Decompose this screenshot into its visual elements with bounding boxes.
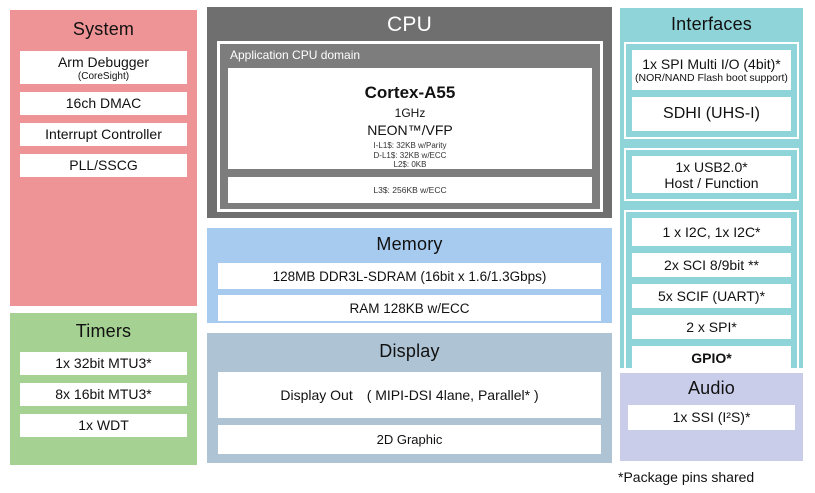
- core-cache-info: I-L1$: 32KB w/Parity D-L1$: 32KB w/ECC L…: [228, 138, 592, 170]
- spi-multi-io-sub: (NOR/NAND Flash boot support): [635, 72, 788, 84]
- display-out-detail: ( MIPI-DSI 4lane, Parallel* ): [366, 386, 539, 403]
- display-block: Display Display Out ( MIPI-DSI 4lane, Pa…: [207, 333, 612, 463]
- interfaces-group-serial: 1 x I2C, 1x I2C* 2x SCI 8/9bit ** 5x SCI…: [624, 210, 799, 378]
- arm-debugger-label: Arm Debugger: [57, 53, 150, 70]
- system-item-interrupt-controller: Interrupt Controller: [20, 123, 187, 146]
- interfaces-item-scif: 5x SCIF (UART)*: [632, 284, 791, 308]
- audio-item-ssi: 1x SSI (I²S)*: [628, 405, 795, 430]
- cache-l3: L3$: 256KB w/ECC: [228, 177, 592, 203]
- core-name: Cortex-A55: [364, 83, 456, 102]
- memory-item-ram: RAM 128KB w/ECC: [218, 295, 601, 321]
- cortex-a55-core: Cortex-A55 1GHz NEON™/VFP I-L1$: 32KB w/…: [228, 68, 592, 169]
- cache-l1d: D-L1$: 32KB w/ECC: [373, 150, 447, 160]
- display-item-2d-graphic: 2D Graphic: [218, 425, 601, 454]
- cpu-block: CPU Application CPU domain Cortex-A55 1G…: [207, 7, 612, 218]
- cpu-title: CPU: [387, 13, 432, 36]
- package-pins-footnote: *Package pins shared: [618, 469, 755, 485]
- timers-block: Timers 1x 32bit MTU3* 8x 16bit MTU3* 1x …: [10, 313, 197, 465]
- display-item-display-out: Display Out ( MIPI-DSI 4lane, Parallel* …: [218, 372, 601, 418]
- timers-item-16bit-mtu3: 8x 16bit MTU3*: [20, 383, 187, 406]
- interfaces-item-gpio: GPIO*: [632, 346, 791, 370]
- cache-l2: L2$: 0KB: [393, 160, 427, 169]
- interfaces-item-spi-multi-io: 1x SPI Multi I/O (4bit)* (NOR/NAND Flash…: [632, 50, 791, 90]
- usb-label: 1x USB2.0*: [675, 158, 748, 175]
- core-simd: NEON™/VFP: [367, 122, 453, 138]
- interfaces-item-spi: 2 x SPI*: [632, 315, 791, 339]
- usb-sub: Host / Function: [664, 174, 759, 191]
- timers-item-wdt: 1x WDT: [20, 414, 187, 437]
- cache-l1i: I-L1$: 32KB w/Parity: [373, 141, 447, 150]
- interfaces-group-storage: 1x SPI Multi I/O (4bit)* (NOR/NAND Flash…: [624, 42, 799, 139]
- display-out-label: Display Out: [280, 386, 353, 403]
- memory-title: Memory: [376, 234, 443, 254]
- interfaces-group-usb: 1x USB2.0* Host / Function: [624, 148, 799, 201]
- system-item-pll-sscg: PLL/SSCG: [20, 154, 187, 177]
- application-cpu-domain: Application CPU domain Cortex-A55 1GHz N…: [217, 41, 603, 212]
- audio-title: Audio: [687, 378, 736, 398]
- system-block: System Arm Debugger (CoreSight) 16ch DMA…: [10, 10, 197, 306]
- interfaces-item-sci: 2x SCI 8/9bit **: [632, 253, 791, 277]
- interfaces-item-usb: 1x USB2.0* Host / Function: [632, 156, 791, 193]
- system-item-dmac: 16ch DMAC: [20, 92, 187, 115]
- interfaces-block: Interfaces 1x SPI Multi I/O (4bit)* (NOR…: [620, 8, 803, 378]
- memory-item-ddr3l: 128MB DDR3L-SDRAM (16bit x 1.6/1.3Gbps): [218, 263, 601, 289]
- timers-title: Timers: [75, 321, 132, 341]
- spi-multi-io-label: 1x SPI Multi I/O (4bit)*: [642, 56, 781, 72]
- timers-item-32bit-mtu3: 1x 32bit MTU3*: [20, 352, 187, 375]
- audio-block: Audio 1x SSI (I²S)*: [620, 373, 803, 461]
- interfaces-item-sdhi: SDHI (UHS-I): [632, 97, 791, 131]
- interfaces-item-i2c: 1 x I2C, 1x I2C*: [632, 218, 791, 246]
- memory-block: Memory 128MB DDR3L-SDRAM (16bit x 1.6/1.…: [207, 228, 612, 323]
- interfaces-title: Interfaces: [670, 14, 753, 34]
- system-item-arm-debugger: Arm Debugger (CoreSight): [20, 51, 187, 84]
- system-title: System: [72, 19, 135, 39]
- display-title: Display: [379, 341, 440, 361]
- core-clock: 1GHz: [394, 106, 426, 120]
- arm-debugger-sub: (CoreSight): [77, 70, 130, 82]
- cpu-domain-label: Application CPU domain: [230, 48, 361, 62]
